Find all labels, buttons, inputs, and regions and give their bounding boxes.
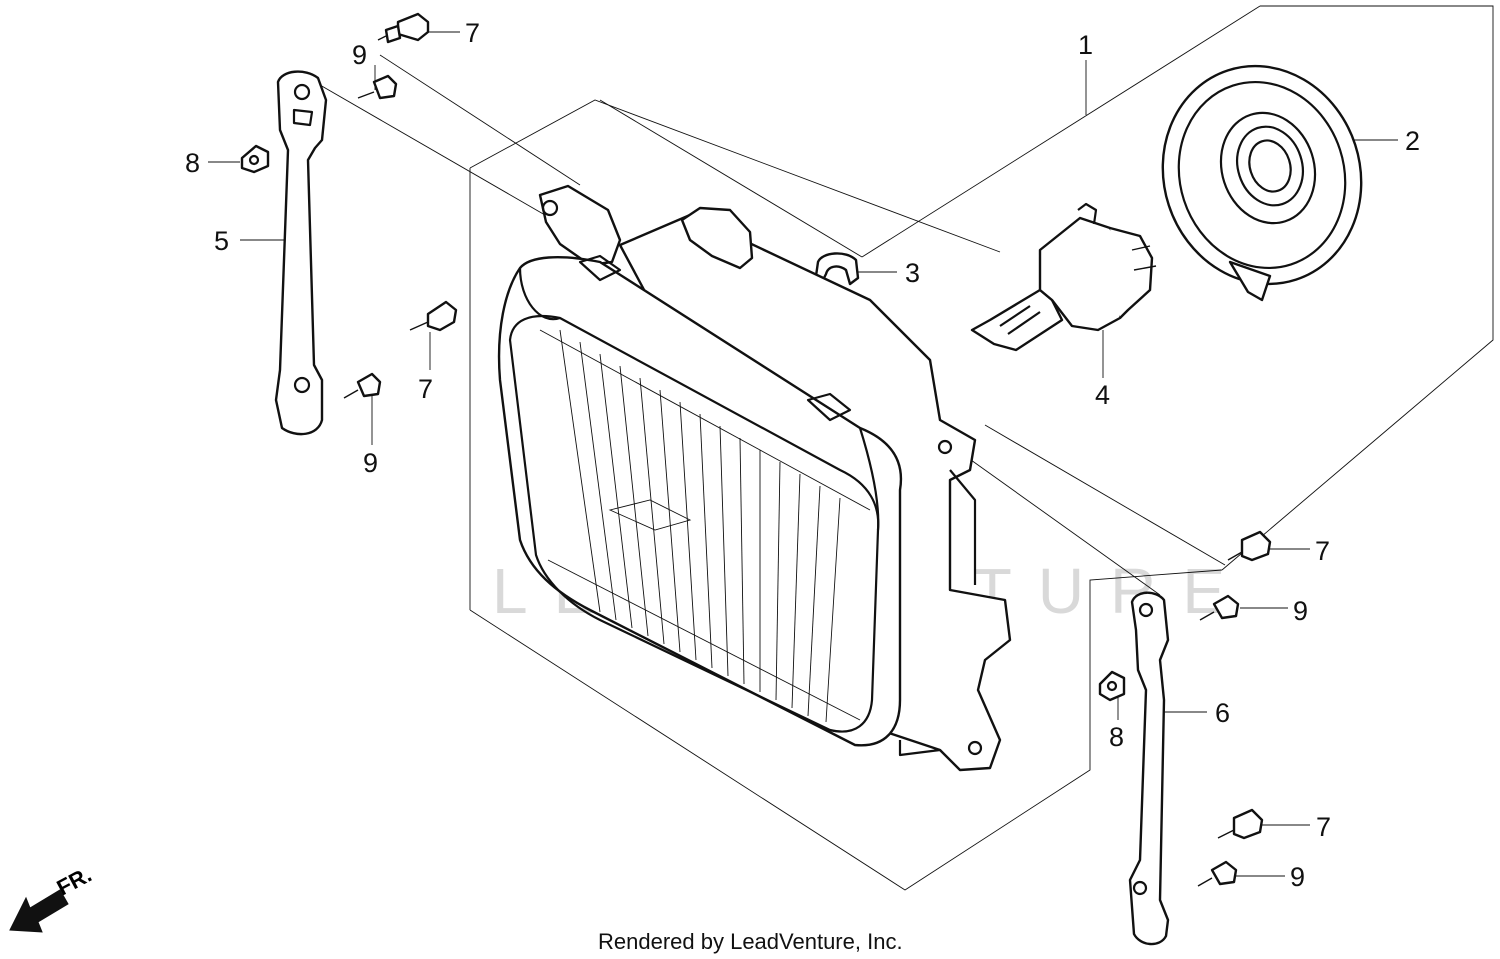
headlight-bulb bbox=[970, 202, 1157, 352]
callout-5: 5 bbox=[214, 226, 229, 256]
headlight-unit bbox=[497, 184, 1012, 772]
callout-7-right-upper: 7 bbox=[1315, 536, 1330, 566]
callout-2: 2 bbox=[1405, 126, 1420, 156]
callout-3: 3 bbox=[905, 258, 920, 288]
grommet-8-left bbox=[240, 144, 270, 174]
screw-9-right-upper bbox=[1199, 594, 1240, 621]
screw-9-mid-left bbox=[343, 372, 382, 399]
callout-8-right: 8 bbox=[1109, 722, 1124, 752]
callout-4: 4 bbox=[1095, 380, 1110, 410]
bulb-clip bbox=[814, 252, 860, 286]
bolt-7-right-lower bbox=[1217, 808, 1264, 840]
screw-9-top bbox=[357, 74, 398, 100]
callout-8-left: 8 bbox=[185, 148, 200, 178]
leader-lines bbox=[208, 31, 1398, 877]
lens-ribs bbox=[539, 329, 871, 723]
bolt-7-right-upper bbox=[1227, 530, 1272, 562]
callout-9-right-upper: 9 bbox=[1293, 596, 1308, 626]
callout-9-right-lower: 9 bbox=[1290, 862, 1305, 892]
callout-6: 6 bbox=[1215, 698, 1230, 728]
screw-9-right-lower bbox=[1197, 860, 1238, 887]
callout-9-mid-left: 9 bbox=[363, 448, 378, 478]
bolt-7-top bbox=[377, 12, 430, 44]
right-stay-bracket bbox=[1128, 591, 1170, 946]
credit-line: Rendered by LeadVenture, Inc. bbox=[598, 929, 903, 954]
callout-9-top: 9 bbox=[352, 40, 367, 70]
callouts: 1 2 3 4 5 6 7 7 7 7 8 8 9 9 9 9 bbox=[185, 18, 1420, 892]
front-direction-arrow: FR. bbox=[9, 862, 96, 933]
callout-7-top: 7 bbox=[465, 18, 480, 48]
grommet-8-right bbox=[1098, 670, 1126, 702]
callout-7-right-lower: 7 bbox=[1316, 812, 1331, 842]
bolt-7-mid-left bbox=[409, 300, 458, 332]
callout-7-mid-left: 7 bbox=[418, 374, 433, 404]
callout-1: 1 bbox=[1078, 30, 1093, 60]
left-stay-bracket bbox=[274, 70, 328, 436]
dust-cover bbox=[1161, 64, 1363, 302]
